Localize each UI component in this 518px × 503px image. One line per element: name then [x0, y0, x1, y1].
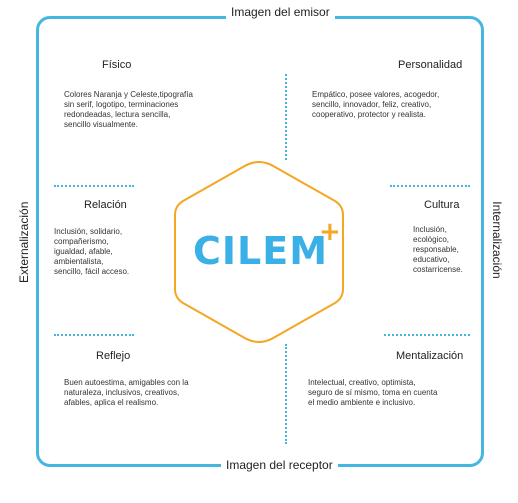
central-hexagon — [174, 160, 344, 344]
section-text-personalidad: Empático, posee valores, acogedor, senci… — [312, 90, 440, 119]
section-text-cultura: Inclusión, ecológico, responsable, educa… — [413, 225, 463, 274]
top-axis-label: Imagen del emisor — [226, 5, 335, 19]
right-axis-label: Internalización — [490, 195, 504, 285]
separator-left-lower — [54, 334, 134, 336]
left-axis-label: Externalización — [17, 200, 31, 288]
section-title-personalidad: Personalidad — [398, 59, 463, 71]
section-title-reflejo: Reflejo — [96, 350, 131, 362]
separator-left-upper — [54, 185, 134, 187]
logo-plus-sign: + — [319, 217, 341, 247]
cilem-logo: CILEM — [193, 229, 329, 273]
section-title-cultura: Cultura — [424, 199, 460, 211]
section-title-mentalizacion: Mentalización — [396, 350, 464, 362]
section-text-fisico: Colores Naranja y Celeste,tipografía sin… — [64, 90, 193, 129]
separator-top — [285, 74, 287, 160]
separator-bottom — [285, 344, 287, 444]
separator-right-upper — [390, 185, 470, 187]
section-title-relacion: Relación — [84, 199, 127, 211]
bottom-axis-label: Imagen del receptor — [221, 458, 338, 472]
section-text-reflejo: Buen autoestima, amigables con la natura… — [64, 378, 189, 407]
separator-right-lower — [384, 334, 470, 336]
section-text-relacion: Inclusión, solidario, compañerismo, igua… — [54, 227, 130, 276]
section-text-mentalizacion: Intelectual, creativo, optimista, seguro… — [308, 378, 438, 407]
section-title-fisico: Físico — [102, 59, 132, 71]
